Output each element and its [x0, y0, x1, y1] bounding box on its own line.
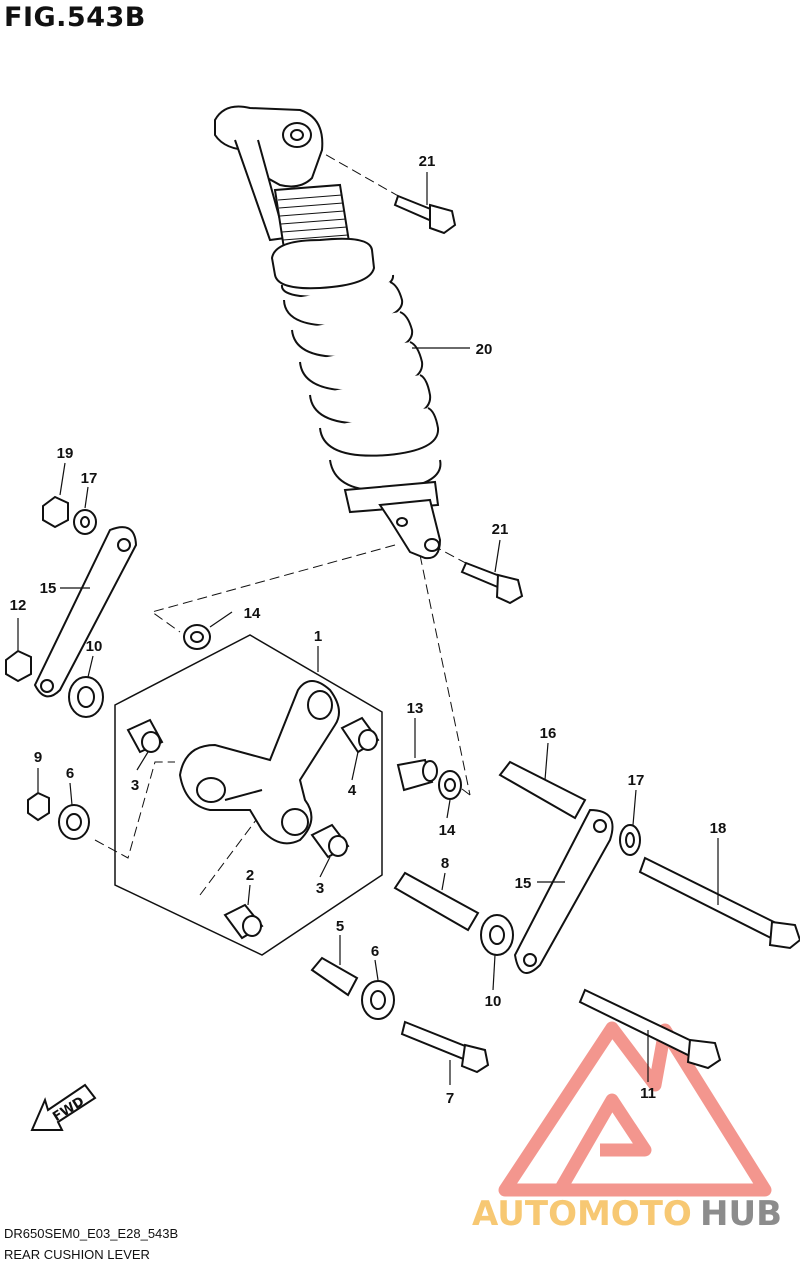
callout-10-left: 10 — [86, 638, 103, 655]
watermark-mark-icon — [498, 1021, 772, 1197]
callout-21-lower: 21 — [492, 521, 509, 538]
callout-19: 19 — [57, 445, 74, 462]
callout-10-right: 10 — [485, 993, 502, 1010]
callout-9: 8 — [441, 855, 449, 872]
callout-13: 13 — [407, 700, 424, 717]
bearings-3-4-2 — [126, 716, 380, 940]
callout-1: 1 — [314, 628, 322, 645]
watermark-brand-part2: HUB — [700, 1194, 782, 1234]
callout-14-upper: 14 — [244, 605, 261, 622]
callout-numbers: 21 20 21 19 17 15 12 10 14 1 9 6 3 4 3 2… — [10, 153, 727, 1107]
callout-5: 5 — [336, 918, 344, 935]
watermark-brand-part1: AUTOMOTO — [472, 1194, 692, 1234]
callout-3-left: 3 — [131, 777, 139, 794]
left-side-hardware — [5, 495, 211, 840]
callout-11: 11 — [640, 1085, 656, 1102]
forward-direction-arrow: FWD — [30, 1083, 97, 1131]
callout-17-left: 17 — [81, 470, 98, 487]
rear-shock-absorber — [214, 105, 442, 560]
callout-2: 2 — [246, 867, 254, 884]
callout-12: 12 — [10, 597, 27, 614]
callout-20: 20 — [476, 341, 493, 358]
callout-15-right: 15 — [515, 875, 532, 892]
callout-14-lower: 14 — [439, 822, 456, 839]
callout-17-right: 17 — [628, 772, 645, 789]
callout-leader-lines — [17, 172, 719, 1085]
figure-caption: REAR CUSHION LEVER — [4, 1247, 150, 1262]
callout-6-left: 6 — [66, 765, 74, 782]
right-side-hardware — [310, 758, 800, 1074]
callout-16: 16 — [540, 725, 557, 742]
figure-code: DR650SEM0_E03_E28_543B — [4, 1226, 179, 1241]
figure-title: FIG.543B — [4, 2, 146, 33]
automotohub-watermark: AUTOMOTO HUB — [472, 1021, 782, 1234]
callout-7: 7 — [446, 1090, 454, 1107]
callout-8: 9 — [34, 749, 42, 766]
cushion-lever-assembly-outline — [114, 634, 383, 956]
callout-4: 4 — [348, 782, 357, 799]
bolt-21-upper — [393, 194, 457, 235]
callout-15-left: 15 — [40, 580, 57, 597]
callout-6-right: 6 — [371, 943, 379, 960]
callout-21-upper: 21 — [419, 153, 436, 170]
callout-3-right: 3 — [316, 880, 324, 897]
callout-18: 18 — [710, 820, 727, 837]
cushion-lever — [178, 680, 340, 845]
bolt-21-lower — [460, 561, 524, 605]
